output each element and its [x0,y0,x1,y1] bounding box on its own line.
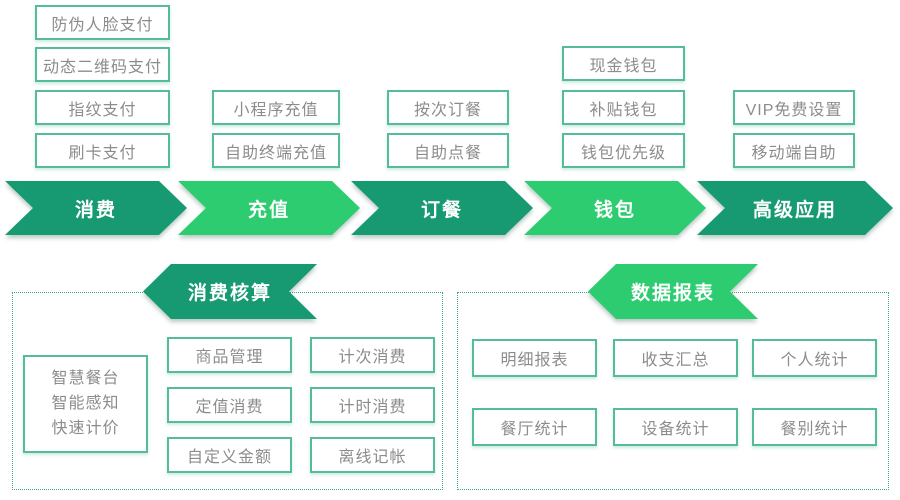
feature-box-income-summary: 收支汇总 [613,339,738,377]
feature-box-vip-free-setting: VIP免费设置 [733,90,855,125]
flow-step-wallet-label: 钱包 [524,181,706,235]
data-report-panel [457,292,889,490]
feature-box-timed-consume: 计时消费 [310,387,435,423]
feature-box-fingerprint-pay: 指纹支付 [35,90,170,125]
feature-box-offline-bookkeeping: 离线记帐 [310,437,435,473]
feature-box-mobile-self-service: 移动端自助 [733,133,855,168]
feature-box-card-swipe-pay: 刷卡支付 [35,133,170,168]
section-arrow-consume-accounting: 消费核算 [143,264,317,319]
feature-box-product-management: 商品管理 [167,337,292,373]
section-title-data-report: 数据报表 [588,264,758,319]
feature-box-per-count-consume: 计次消费 [310,337,435,373]
flow-arrow-consume: 消费 [5,181,187,235]
flow-arrow-advanced: 高级应用 [697,181,893,235]
feature-box-self-order: 自助点餐 [387,133,509,168]
feature-box-dynamic-qr-pay: 动态二维码支付 [35,47,170,82]
section-arrow-data-report: 数据报表 [588,264,758,319]
feature-box-personal-stats: 个人统计 [752,339,877,377]
smart-table-line-3: 快速计价 [51,420,120,437]
feature-box-wallet-priority: 钱包优先级 [562,133,685,168]
feature-box-per-time-order: 按次订餐 [387,90,509,125]
flow-step-recharge-label: 充值 [178,181,360,235]
section-title-consume-accounting: 消费核算 [143,264,317,319]
flow-arrow-wallet: 钱包 [524,181,706,235]
flow-step-consume-label: 消费 [5,181,187,235]
flow-step-order-label: 订餐 [351,181,533,235]
flow-step-advanced-label: 高级应用 [697,181,893,235]
feature-box-device-stats: 设备统计 [613,408,738,446]
flow-arrow-recharge: 充值 [178,181,360,235]
feature-box-detail-report: 明细报表 [472,339,597,377]
smart-table-box: 智慧餐台 智能感知 快速计价 [23,355,148,453]
flow-arrow-order: 订餐 [351,181,533,235]
feature-box-fixed-value-consume: 定值消费 [167,387,292,423]
feature-box-subsidy-wallet: 补贴钱包 [562,90,685,125]
feature-box-custom-amount: 自定义金额 [167,437,292,473]
feature-box-terminal-recharge: 自助终端充值 [212,133,340,168]
feature-box-cash-wallet: 现金钱包 [562,46,685,81]
feature-box-anti-fake-face-pay: 防伪人脸支付 [35,5,170,40]
feature-box-restaurant-stats: 餐厅统计 [472,408,597,446]
feature-box-miniprogram-recharge: 小程序充值 [212,90,340,125]
feature-box-meal-type-stats: 餐别统计 [752,408,877,446]
smart-table-line-2: 智能感知 [51,395,120,412]
smart-table-line-1: 智慧餐台 [51,370,120,387]
